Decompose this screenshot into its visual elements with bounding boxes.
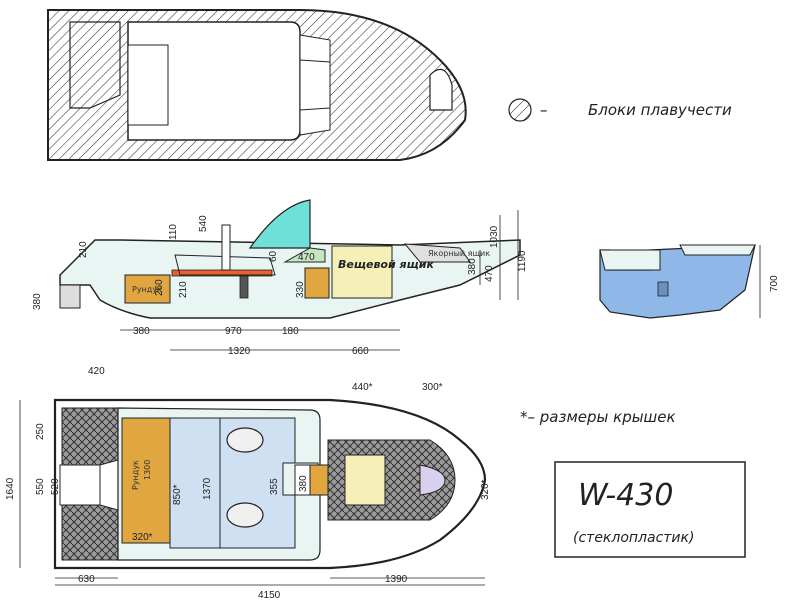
dim-1190: 1190	[517, 250, 528, 272]
dim-420: 420	[88, 366, 105, 377]
dim-380-top: 380	[298, 475, 309, 492]
dim-550: 550	[35, 478, 46, 495]
side-view: Вещевой ящик Якорный ящик Рундук 540 110…	[32, 199, 528, 357]
dim-355: 355	[269, 478, 280, 495]
dim-440: 440*	[352, 382, 373, 393]
dim-380-left: 380	[32, 293, 43, 310]
dim-1370: 1370	[202, 477, 213, 500]
dim-180: 180	[282, 326, 299, 337]
dim-210-left: 210	[78, 241, 89, 258]
dim-700: 700	[769, 275, 780, 292]
dim-1640: 1640	[5, 477, 16, 500]
dim-470-top: 470	[298, 252, 315, 263]
side-rundk-label: Рундук	[132, 285, 162, 294]
rear-view: 700	[599, 244, 780, 319]
dim-630: 630	[78, 574, 95, 585]
dim-1320: 1320	[228, 346, 251, 357]
storage-box-label: Вещевой ящик	[338, 258, 434, 271]
legend-flotation-label: Блоки плавучести	[588, 101, 732, 119]
dim-320-right: 320*	[480, 479, 491, 500]
dim-300: 300*	[422, 382, 443, 393]
dim-470-right: 470	[484, 265, 495, 282]
dim-210-mid: 210	[178, 281, 189, 298]
dim-380-right: 380	[467, 258, 478, 275]
dim-850: 850*	[172, 484, 183, 505]
dim-1030: 1030	[489, 225, 500, 248]
anchor-box-label: Якорный ящик	[428, 249, 490, 258]
legend-dash: –	[540, 101, 548, 119]
dim-250: 250	[35, 423, 46, 440]
dim-320-left: 320*	[132, 532, 153, 543]
bottom-plan-view: Рундук 1300 420 440* 300* 250 550 520 16…	[5, 366, 491, 600]
top-rundk-label: Рундук	[131, 460, 140, 490]
dim-1390: 1390	[385, 574, 408, 585]
hatch-swatch-icon	[508, 98, 532, 122]
dim-540: 540	[198, 215, 209, 232]
flotation-legend: – Блоки плавучести	[508, 98, 732, 122]
dim-380-bottom: 380	[133, 326, 150, 337]
top-plan-flotation	[47, 9, 467, 161]
dim-330: 330	[295, 281, 306, 298]
model-material: (стеклопластик)	[573, 530, 694, 546]
dim-660: 660	[352, 346, 369, 357]
dim-110: 110	[168, 224, 179, 240]
dim-260: 260	[154, 279, 165, 296]
dim-4150: 4150	[258, 590, 281, 600]
model-name: W-430	[578, 478, 673, 513]
lid-sizes-note: *– размеры крышек	[520, 408, 676, 426]
model-box: W-430 (стеклопластик)	[554, 461, 746, 558]
dim-520: 520	[50, 478, 61, 495]
top-rundk-size: 1300	[143, 460, 152, 480]
dim-970: 970	[225, 326, 242, 337]
dim-60: 60	[268, 250, 279, 262]
